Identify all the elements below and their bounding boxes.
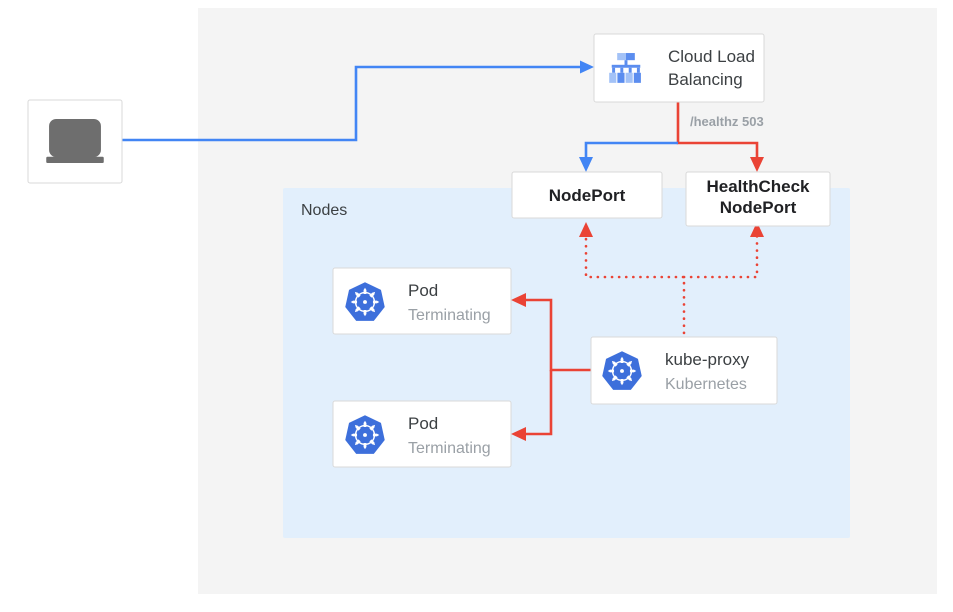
kube-proxy-node[interactable]: kube-proxy Kubernetes xyxy=(590,336,778,405)
arrow-head-to-nodeport xyxy=(579,157,593,172)
arrow-head-to-pod-1 xyxy=(511,293,526,307)
flow-client-to-load-balancer xyxy=(122,60,594,142)
nodes-panel-label: Nodes xyxy=(301,202,347,219)
cloud-load-balancing-label-line2: Balancing xyxy=(668,70,743,89)
client-laptop-node[interactable] xyxy=(27,99,123,184)
healthcheck-nodeport-label-line2: NodePort xyxy=(720,198,797,217)
kube-proxy-subtitle: Kubernetes xyxy=(665,376,747,393)
flow-load-balancer-to-nodeport xyxy=(579,141,678,172)
arrow-head-to-pod-2 xyxy=(511,427,526,441)
kube-proxy-title: kube-proxy xyxy=(665,350,750,369)
arrow-head-dotted-nodeport xyxy=(579,222,593,237)
healthz-edge-label: /healthz 503 xyxy=(690,114,764,129)
nodeport-node[interactable]: NodePort xyxy=(511,171,663,219)
arrow-head-to-load-balancer xyxy=(580,60,594,74)
cloud-load-balancing-label-line1: Cloud Load xyxy=(668,47,755,66)
arrow-head-to-healthcheck-nodeport xyxy=(750,157,764,172)
cloud-load-balancing-node[interactable]: Cloud Load Balancing xyxy=(593,33,765,103)
nodeport-label: NodePort xyxy=(549,186,626,205)
pod-2-status: Terminating xyxy=(408,440,491,457)
healthcheck-nodeport-node[interactable]: HealthCheck NodePort xyxy=(685,171,831,227)
pod-2-title: Pod xyxy=(408,414,438,433)
flow-kube-proxy-dotted xyxy=(579,222,764,342)
pod-node-2[interactable]: Pod Terminating xyxy=(332,400,512,468)
arrow-head-dotted-healthcheck xyxy=(750,222,764,237)
flow-load-balancer-healthz: /healthz 503 xyxy=(676,102,764,172)
flow-kube-proxy-to-pods xyxy=(511,293,591,441)
pod-1-status: Terminating xyxy=(408,307,491,324)
healthcheck-nodeport-label-line1: HealthCheck xyxy=(707,177,811,196)
laptop-icon xyxy=(46,122,104,163)
pod-node-1[interactable]: Pod Terminating xyxy=(332,267,512,335)
pod-1-title: Pod xyxy=(408,281,438,300)
